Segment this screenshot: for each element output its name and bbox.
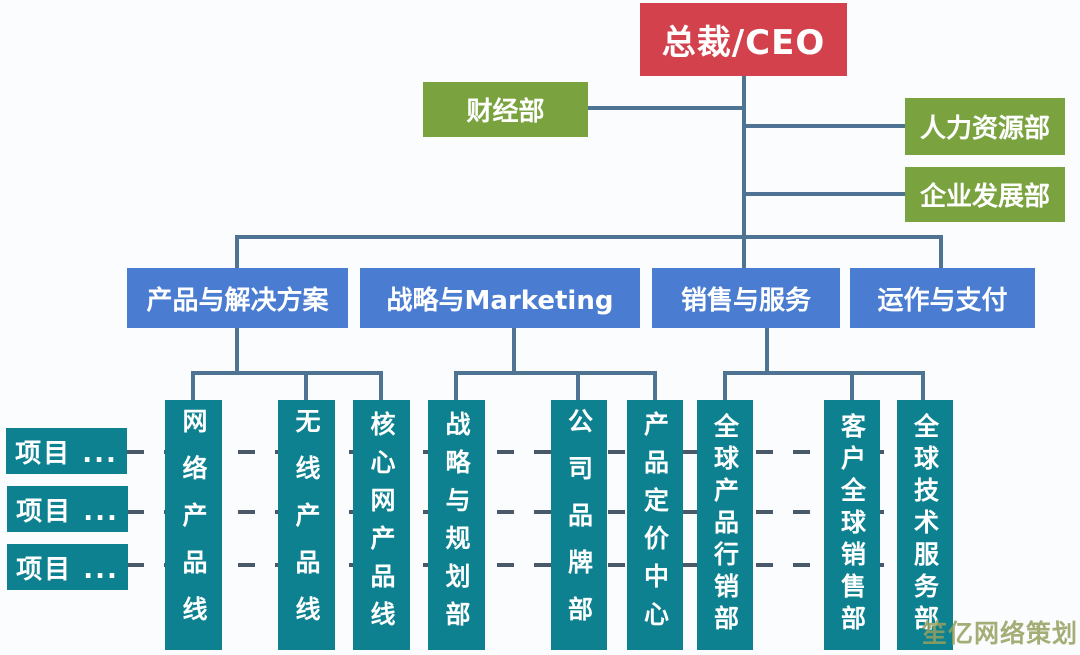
connector-bar-products [191,371,383,375]
finance-dept-label: 财经部 [466,97,545,127]
corp-dev-dept-label: 企业发展部 [919,182,1050,212]
ceo-box: 总裁/CEO [640,3,847,76]
watermark-text: 笙亿网络策划 [921,619,1078,648]
dept-strategy-planning-label: 战略与规划部 [442,411,471,639]
dept-core-network-product-line-label: 核心网产品线 [367,411,396,639]
connector-drop-dept4 [454,371,458,401]
connector-drop-dept6 [653,371,657,401]
ceo-label: 总裁/CEO [661,23,826,63]
division-operations-payment-box: 运作与支付 [850,268,1035,328]
finance-dept-box: 财经部 [423,82,588,137]
division-sales-service-box: 销售与服务 [652,268,840,328]
dept-corporate-brand-label: 公司品牌部 [564,407,594,643]
connector-drop-dept5 [576,371,580,401]
project-box-1-label: 项目 ... [15,438,118,469]
connector-finance [588,106,746,110]
hr-dept-box: 人力资源部 [905,98,1065,155]
dept-global-technical-service: 全球技术服务部 [897,400,953,650]
connector-drop-dept7 [723,371,727,401]
dept-customer-global-sales-label: 客户全球销售部 [837,413,867,637]
dashed-line-project-2 [127,510,922,514]
dept-strategy-planning: 战略与规划部 [428,400,485,650]
dept-global-product-marketing-label: 全球产品行销部 [710,413,740,637]
connector-corp-dev [744,192,905,196]
connector-drop-operations [939,235,943,268]
dept-product-pricing-center: 产品定价中心 [627,400,683,650]
connector-stem-sales [765,328,769,375]
division-strategy-marketing-label: 战略与Marketing [386,285,614,316]
connector-hr [744,124,905,128]
connector-drop-dept2 [304,371,308,401]
dashed-line-project-3 [127,563,922,567]
division-products-box: 产品与解决方案 [127,268,348,328]
division-products-label: 产品与解决方案 [146,285,329,316]
dept-global-technical-service-label: 全球技术服务部 [910,413,940,637]
project-box-2: 项目 ... [7,486,128,532]
connector-level2-bar [235,235,943,239]
dept-wireless-product-line: 无线产品线 [278,400,335,650]
dept-global-product-marketing: 全球产品行销部 [697,400,753,650]
dept-wireless-product-line-label: 无线产品线 [292,407,321,643]
corp-dev-dept-box: 企业发展部 [905,167,1065,222]
connector-drop-products [235,235,239,268]
project-box-3: 项目 ... [7,544,128,590]
connector-drop-dept3 [379,371,383,401]
connector-ceo-stem [742,76,746,268]
dept-core-network-product-line: 核心网产品线 [353,400,410,650]
dept-customer-global-sales: 客户全球销售部 [824,400,880,650]
connector-drop-dept8 [850,371,854,401]
dept-network-product-line-label: 网络产品线 [179,407,208,643]
dept-product-pricing-center-label: 产品定价中心 [640,411,670,639]
connector-stem-strategy [512,328,516,375]
dept-network-product-line: 网络产品线 [165,400,222,650]
connector-bar-strategy [454,371,657,375]
division-operations-payment-label: 运作与支付 [877,285,1008,316]
dept-corporate-brand: 公司品牌部 [551,400,607,650]
project-box-3-label: 项目 ... [16,554,119,585]
connector-bar-sales [723,371,925,375]
division-sales-service-label: 销售与服务 [680,285,811,316]
hr-dept-label: 人力资源部 [919,114,1050,144]
project-box-1: 项目 ... [6,428,127,474]
connector-stem-products [235,328,239,375]
connector-drop-dept1 [191,371,195,401]
connector-drop-dept9 [921,371,925,401]
division-strategy-marketing-box: 战略与Marketing [360,268,640,328]
project-box-2-label: 项目 ... [16,496,119,527]
dashed-line-project-1 [127,450,922,454]
